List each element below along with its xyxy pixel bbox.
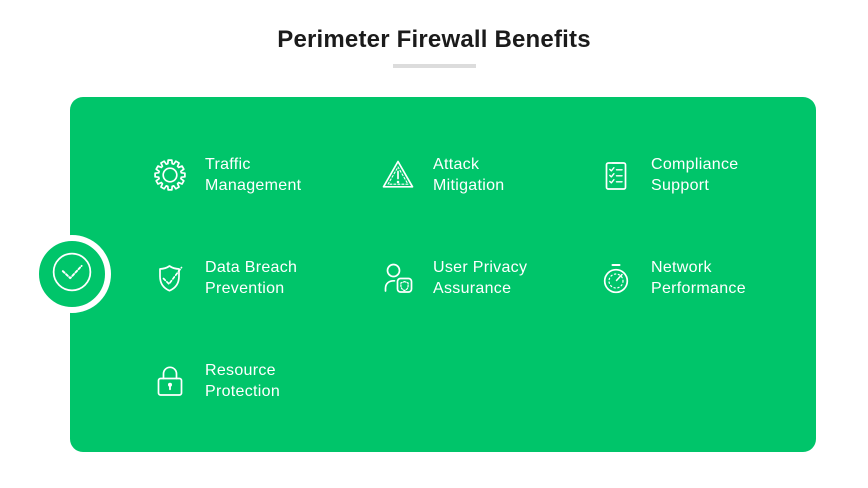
benefit-label: Compliance Support (651, 156, 739, 194)
check-circle-icon (44, 244, 100, 305)
benefit-label: Data Breach Prevention (205, 259, 298, 297)
check-badge (33, 235, 111, 313)
checklist-icon (596, 155, 636, 195)
title-underline (393, 64, 476, 68)
benefit-item-attack-mitigation: Attack Mitigation (378, 146, 608, 204)
benefit-label: Attack Mitigation (433, 156, 505, 194)
benefit-item-data-breach-prevention: Data Breach Prevention (150, 249, 380, 307)
stopwatch-icon (596, 258, 636, 298)
benefit-item-network-performance: Network Performance (596, 249, 826, 307)
benefit-item-compliance-support: Compliance Support (596, 146, 826, 204)
gear-icon (150, 155, 190, 195)
benefit-item-resource-protection: Resource Protection (150, 352, 380, 410)
benefit-item-traffic-management: Traffic Management (150, 146, 380, 204)
benefit-label: Network Performance (651, 259, 746, 297)
shield-check-icon (150, 258, 190, 298)
benefit-label: User Privacy Assurance (433, 259, 528, 297)
page-title: Perimeter Firewall Benefits (277, 26, 591, 53)
lock-icon (150, 361, 190, 401)
user-privacy-icon (378, 258, 418, 298)
benefit-item-user-privacy-assurance: User Privacy Assurance (378, 249, 608, 307)
benefits-panel: Traffic Management Attack Mitigation (70, 97, 816, 452)
benefit-label: Traffic Management (205, 156, 302, 194)
warning-triangle-icon (378, 155, 418, 195)
benefit-label: Resource Protection (205, 362, 281, 400)
